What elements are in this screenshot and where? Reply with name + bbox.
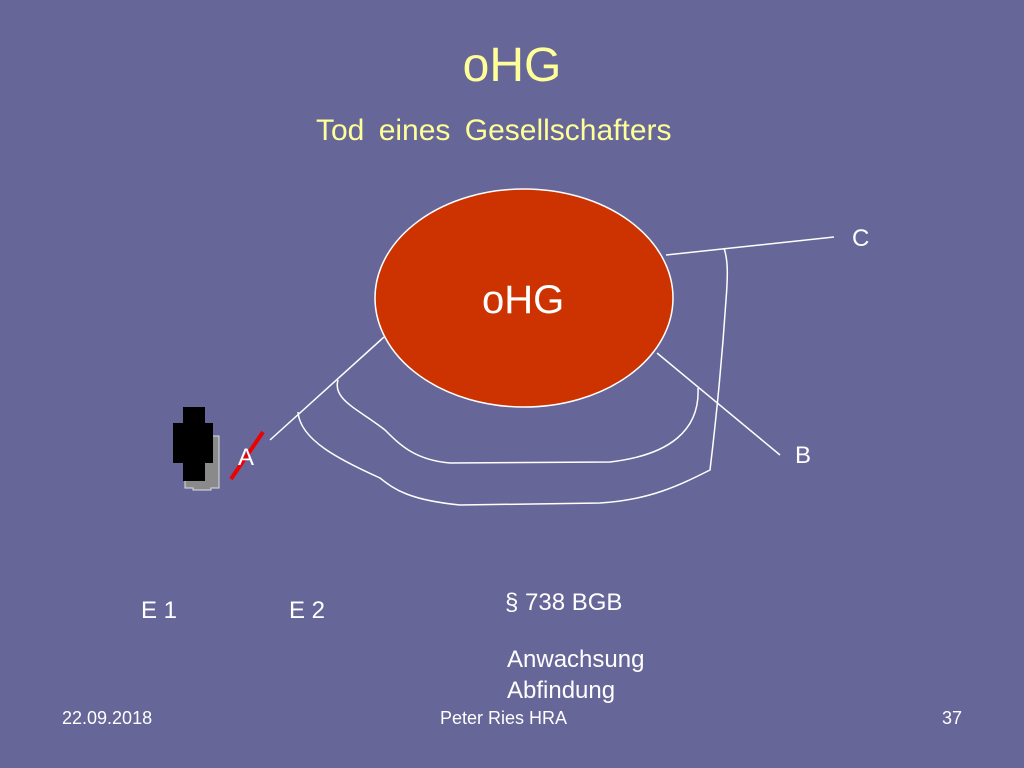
outer-bracket (297, 247, 729, 506)
legal-basis: § 738 BGB (505, 589, 623, 616)
line-to-a (269, 336, 385, 441)
ohg-circle (374, 188, 674, 408)
consequence-anwachsung: Anwachsung (507, 646, 645, 673)
partner-c-label: C (852, 225, 870, 252)
line-to-b (656, 352, 781, 456)
partner-b-label: B (795, 442, 812, 469)
slide-subtitle: Tod eines Gesellschafters (316, 114, 672, 147)
partner-a-label: A (238, 444, 255, 471)
footer-page-number: 37 (942, 708, 963, 728)
inner-bracket (336, 379, 699, 464)
footer-date: 22.09.2018 (62, 708, 153, 728)
footer-author: Peter Ries HRA (440, 708, 568, 728)
deceased-person-icon (173, 407, 220, 491)
line-to-c (665, 236, 835, 256)
strike-line (229, 430, 265, 481)
slide-title: oHG (462, 39, 562, 92)
ohg-circle-label: oHG (482, 278, 565, 322)
heir-e2-label: E 2 (289, 597, 326, 624)
consequence-abfindung: Abfindung (507, 677, 616, 704)
heir-e1-label: E 1 (141, 597, 178, 624)
